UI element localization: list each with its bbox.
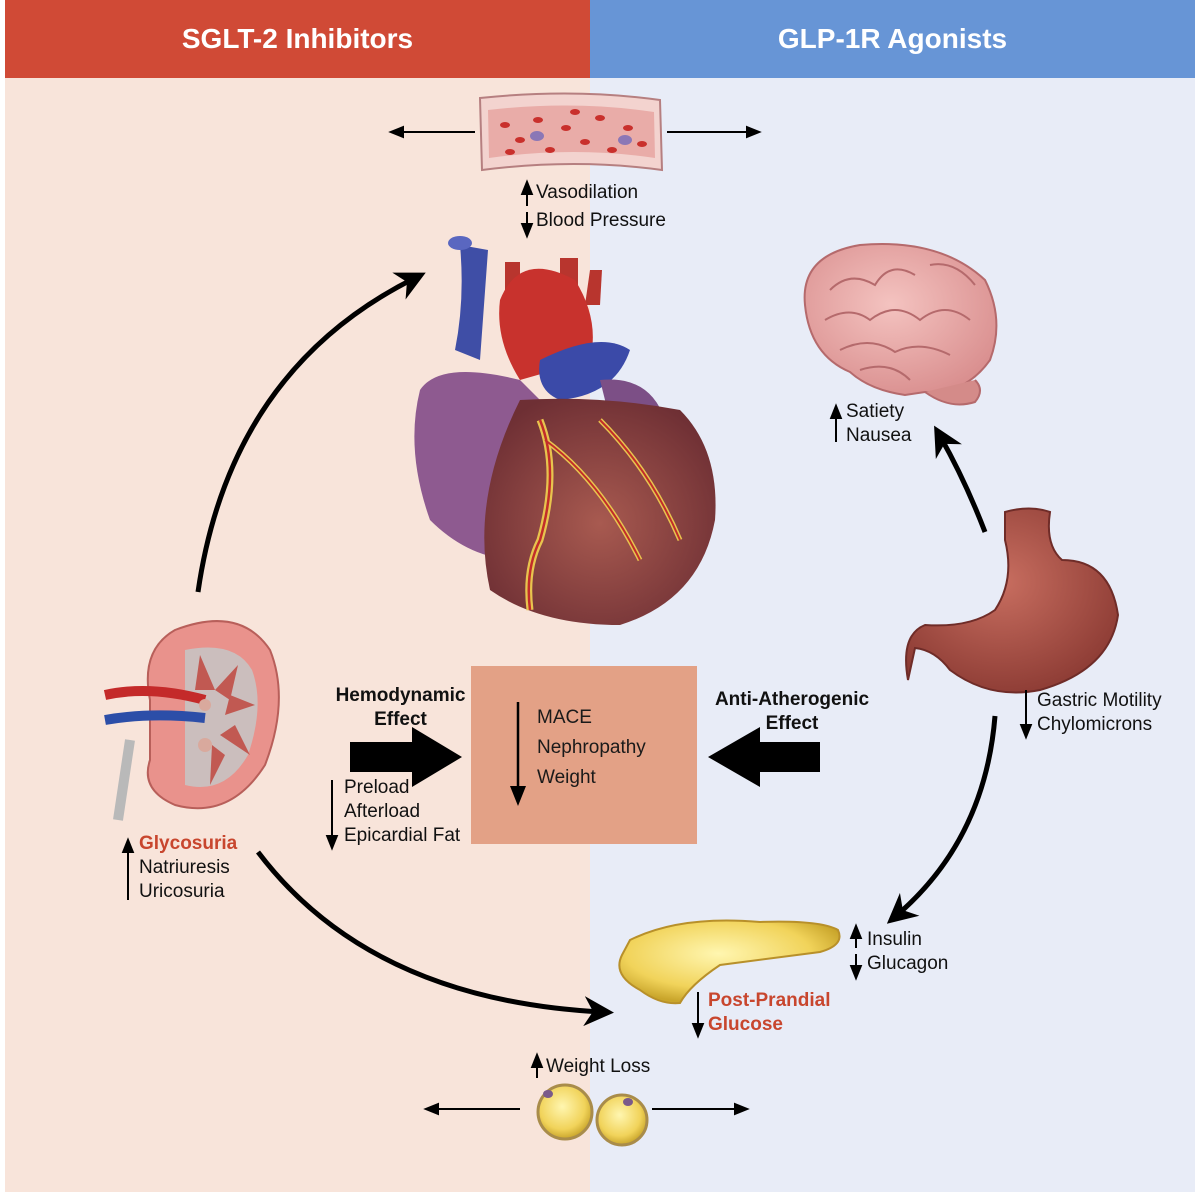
hemodynamic-title: Hemodynamic Effect bbox=[318, 684, 483, 732]
hemodynamic-block-arrow bbox=[350, 727, 462, 787]
anti-atherogenic-title-line2: Effect bbox=[765, 713, 819, 734]
preload-label: Preload bbox=[344, 777, 410, 798]
natriuresis-label: Natriuresis bbox=[139, 857, 230, 878]
brain-icon bbox=[803, 243, 998, 406]
vessel-effects: Vasodilation Blood Pressure bbox=[536, 181, 666, 233]
outcomes-box bbox=[471, 666, 697, 844]
post-prandial-glucose-label: Post-Prandial Glucose bbox=[708, 989, 830, 1037]
kidney-to-pancreas-arrow bbox=[256, 850, 614, 1027]
pancreas-hormones: Insulin Glucagon bbox=[867, 928, 948, 976]
nephropathy-label: Nephropathy bbox=[537, 737, 646, 758]
satiety-label: Satiety bbox=[846, 401, 905, 422]
weight-label: Weight bbox=[537, 767, 596, 788]
uricosuria-label: Uricosuria bbox=[139, 881, 225, 902]
epicardial-fat-label: Epicardial Fat bbox=[344, 825, 461, 846]
hemodynamic-title-line1: Hemodynamic bbox=[335, 685, 466, 706]
chylomicrons-label: Chylomicrons bbox=[1037, 714, 1153, 735]
vasodilation-label: Vasodilation bbox=[536, 182, 639, 203]
stomach-to-pancreas-arrow bbox=[886, 715, 998, 924]
glycosuria-label: Glycosuria bbox=[139, 833, 238, 854]
hemodynamic-effects: Preload Afterload Epicardial Fat bbox=[344, 776, 460, 848]
outcomes-list: MACE Nephropathy Weight bbox=[537, 703, 646, 793]
left-panel bbox=[5, 78, 590, 1192]
heart-icon bbox=[414, 236, 716, 625]
stomach-icon bbox=[905, 507, 1120, 694]
blood-vessel-icon bbox=[478, 92, 664, 172]
fat-cells-icon bbox=[536, 1083, 649, 1147]
insulin-label: Insulin bbox=[867, 929, 922, 950]
gastric-motility-label: Gastric Motility bbox=[1037, 690, 1162, 711]
brain-effects: Satiety Nausea bbox=[846, 400, 912, 448]
right-header-bar bbox=[590, 0, 1195, 78]
anti-atherogenic-title: Anti-Atherogenic Effect bbox=[702, 688, 882, 736]
kidney-effects: Glycosuria Natriuresis Uricosuria bbox=[139, 832, 237, 904]
post-prandial-line1: Post-Prandial bbox=[708, 990, 831, 1011]
kidney-icon bbox=[103, 620, 280, 821]
afterload-label: Afterload bbox=[344, 801, 421, 822]
anti-atherogenic-block-arrow bbox=[708, 727, 820, 787]
right-header-title: GLP-1R Agonists bbox=[777, 23, 1008, 54]
nausea-label: Nausea bbox=[846, 425, 912, 446]
weight-loss-label: Weight Loss bbox=[546, 1056, 651, 1077]
blood-pressure-label: Blood Pressure bbox=[536, 210, 666, 231]
hemodynamic-title-line2: Effect bbox=[374, 709, 427, 730]
post-prandial-line2: Glucose bbox=[708, 1014, 783, 1035]
glucagon-label: Glucagon bbox=[867, 953, 949, 974]
mace-label: MACE bbox=[537, 707, 592, 728]
anti-atherogenic-title-line1: Anti-Atherogenic bbox=[714, 689, 870, 710]
stomach-effects: Gastric Motility Chylomicrons bbox=[1037, 689, 1162, 737]
left-header-title: SGLT-2 Inhibitors bbox=[181, 23, 414, 54]
kidney-to-heart-arrow bbox=[195, 272, 426, 593]
pancreas-icon bbox=[618, 919, 841, 1005]
stomach-to-brain-arrow bbox=[934, 425, 988, 533]
left-header-bar bbox=[5, 0, 590, 78]
